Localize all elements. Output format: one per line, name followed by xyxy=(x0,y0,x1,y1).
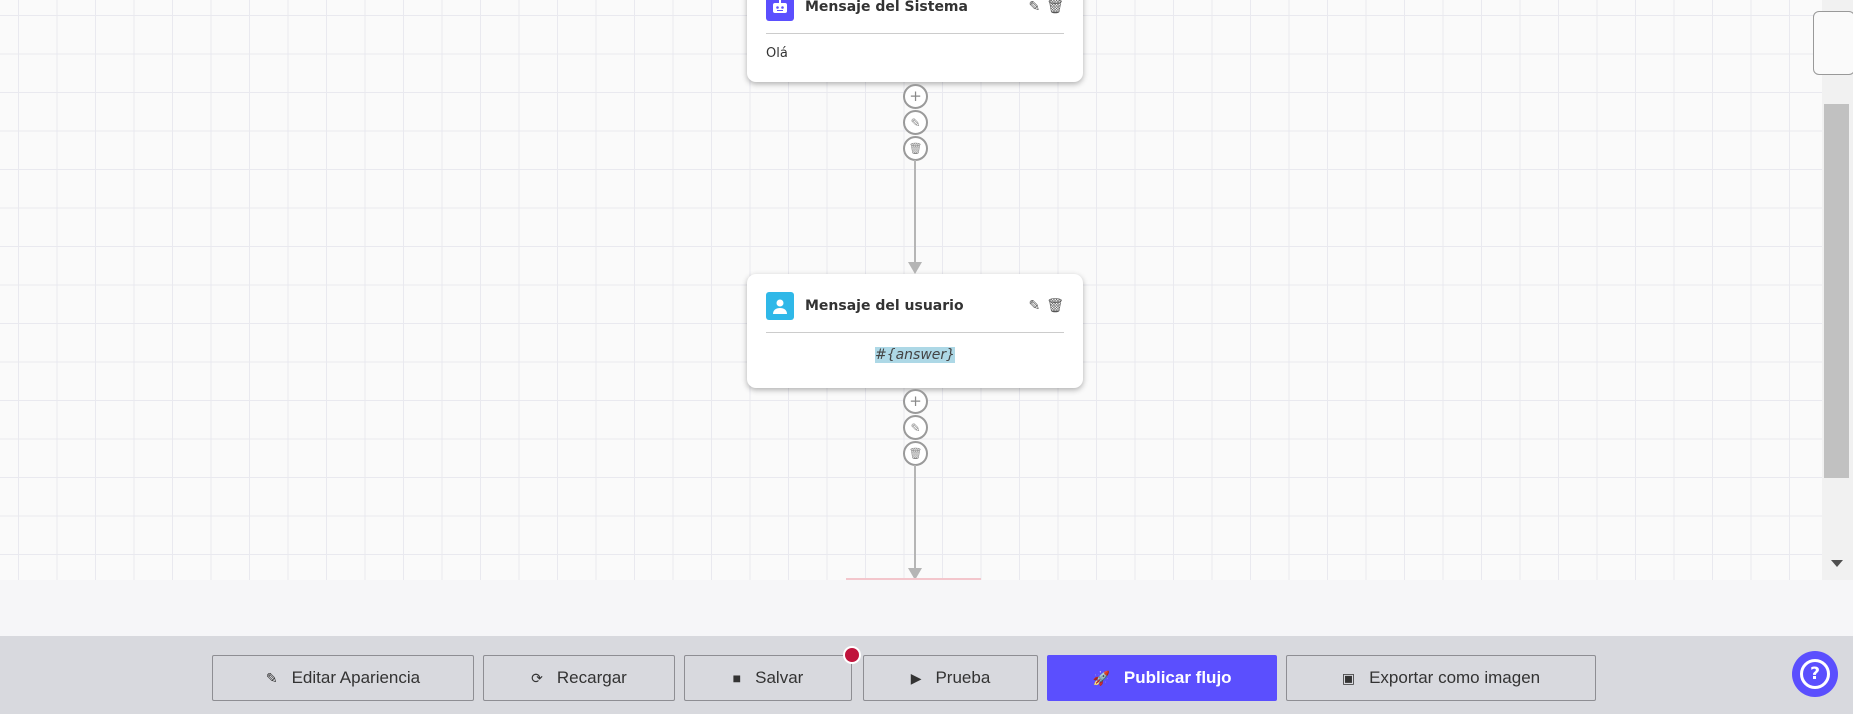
edit-icon[interactable]: ✎ xyxy=(1028,298,1041,314)
node-system-message[interactable]: Mensaje del Sistema ✎ 🗑 Olá xyxy=(747,0,1083,82)
edit-icon[interactable]: ✎ xyxy=(1028,0,1041,15)
question-icon: ? xyxy=(1800,659,1830,689)
trash-icon[interactable]: 🗑 xyxy=(903,136,928,161)
trash-icon[interactable]: 🗑 xyxy=(1046,0,1064,15)
floppy-icon: ■ xyxy=(732,670,742,686)
reload-button[interactable]: ⟳ Recargar xyxy=(483,655,675,701)
trash-icon[interactable]: 🗑 xyxy=(903,441,928,466)
unsaved-indicator xyxy=(843,646,861,664)
export-image-button[interactable]: ▣ Exportar como imagen xyxy=(1286,655,1596,701)
refresh-icon: ⟳ xyxy=(531,669,543,686)
connector-line xyxy=(914,465,916,570)
button-label: Exportar como imagen xyxy=(1369,668,1541,687)
node-body: Olá xyxy=(766,46,788,61)
add-icon[interactable]: + xyxy=(903,84,928,109)
scrollbar-thumb[interactable] xyxy=(1824,104,1849,478)
flow-canvas[interactable]: Mensaje del Sistema ✎🗑 Olá + ✎ 🗑 Mensaje… xyxy=(0,0,1822,580)
button-label: Recargar xyxy=(556,668,627,687)
edit-icon[interactable]: ✎ xyxy=(903,415,928,440)
edit-icon: ✎ xyxy=(265,669,278,686)
test-button[interactable]: ▶ Prueba xyxy=(863,655,1038,701)
connector-line xyxy=(914,160,916,264)
node-title: Mensaje del usuario xyxy=(805,298,964,314)
image-icon: ▣ xyxy=(1341,669,1356,686)
node-body: #{answer} xyxy=(874,347,956,363)
divider xyxy=(766,33,1064,34)
bottom-toolbar: ✎ Editar Apariencia ⟳ Recargar ■ Salvar ▶ Pr… xyxy=(0,636,1853,714)
user-icon xyxy=(766,292,794,320)
edit-appearance-button[interactable]: ✎ Editar Apariencia xyxy=(212,655,474,701)
button-label: Salvar xyxy=(755,668,804,687)
button-label: Publicar flujo xyxy=(1123,668,1232,687)
edit-icon[interactable]: ✎ xyxy=(903,110,928,135)
arrow-head xyxy=(908,262,922,274)
publish-flow-button[interactable]: 🚀 Publicar flujo xyxy=(1047,655,1277,701)
divider xyxy=(766,332,1064,333)
add-icon[interactable]: + xyxy=(903,389,928,414)
play-icon: ▶ xyxy=(910,669,922,686)
arrow-head xyxy=(908,568,922,580)
robot-icon xyxy=(766,0,794,21)
button-label: Prueba xyxy=(935,668,991,687)
help-button[interactable]: ? xyxy=(1792,651,1838,697)
save-button[interactable]: ■ Salvar xyxy=(684,655,852,701)
node-user-message[interactable]: Mensaje del usuario ✎ 🗑 #{answer} xyxy=(747,274,1083,388)
rocket-icon: 🚀 xyxy=(1092,669,1110,686)
trash-icon[interactable]: 🗑 xyxy=(1046,298,1064,314)
node-title: Mensaje del Sistema xyxy=(805,0,968,15)
minimap[interactable] xyxy=(1813,11,1853,75)
button-label: Editar Apariencia xyxy=(291,668,421,687)
scroll-down-icon[interactable] xyxy=(1831,560,1843,567)
vertical-scrollbar[interactable] xyxy=(1822,0,1853,580)
next-node-edge xyxy=(846,578,981,580)
